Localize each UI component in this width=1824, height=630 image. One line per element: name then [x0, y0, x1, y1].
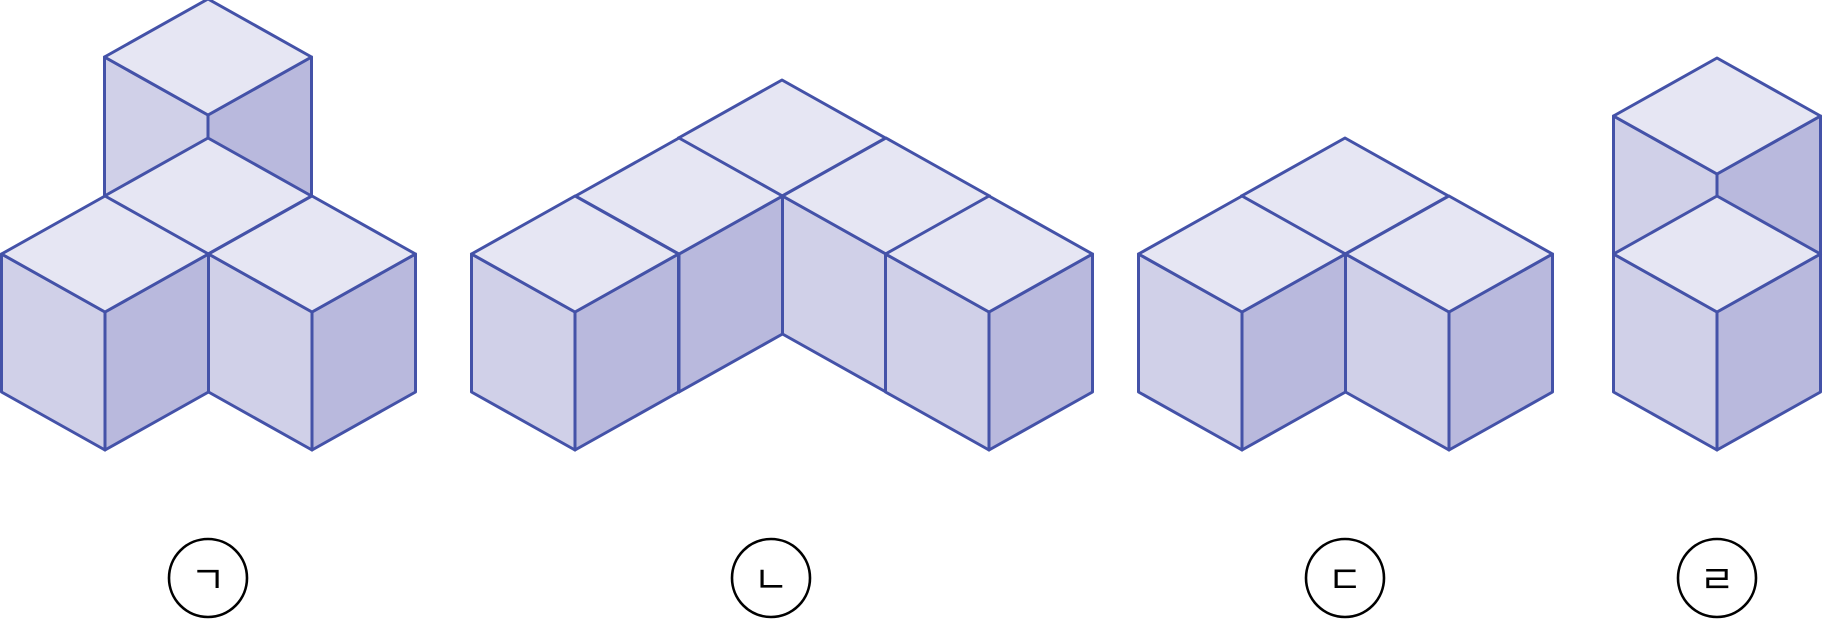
- figure-4-label-text: ㄹ: [1700, 558, 1735, 602]
- figure-4-cubes: [1612, 56, 1822, 452]
- figure-1-label-text: ㄱ: [191, 558, 226, 602]
- figure-2-cubes: [470, 78, 1094, 452]
- figure-4-label: ㄹ: [1676, 537, 1758, 619]
- figure-2-label-circle: [730, 537, 812, 619]
- figure-1: ㄱ: [0, 0, 417, 619]
- cube-top-face: [103, 0, 313, 117]
- cube: [884, 194, 1094, 452]
- cube-top-face: [1612, 56, 1822, 176]
- figure-2-label-text: ㄴ: [754, 558, 789, 602]
- figure-2-label: ㄴ: [730, 537, 812, 619]
- figure-3: ㄷ: [1137, 136, 1554, 619]
- cube: [1612, 194, 1822, 452]
- cube-top-face: [207, 194, 417, 314]
- figure-3-label-circle: [1304, 537, 1386, 619]
- cube: [1344, 194, 1554, 452]
- figure-1-label-circle: [167, 537, 249, 619]
- figure-2: ㄴ: [470, 78, 1094, 619]
- cube-top-face: [884, 194, 1094, 314]
- cube: [470, 194, 680, 452]
- figure-3-cubes: [1137, 136, 1554, 452]
- cube-top-face: [470, 194, 680, 314]
- figure-1-cubes: [0, 0, 417, 452]
- figure-3-label-text: ㄷ: [1328, 558, 1363, 602]
- cube-top-face: [1344, 194, 1554, 314]
- figure-4: ㄹ: [1612, 56, 1822, 619]
- cube: [1137, 194, 1347, 452]
- figure-3-label: ㄷ: [1304, 537, 1386, 619]
- figure-4-label-circle: [1676, 537, 1758, 619]
- cube: [207, 194, 417, 452]
- cube-top-face: [1612, 194, 1822, 314]
- figure-1-label: ㄱ: [167, 537, 249, 619]
